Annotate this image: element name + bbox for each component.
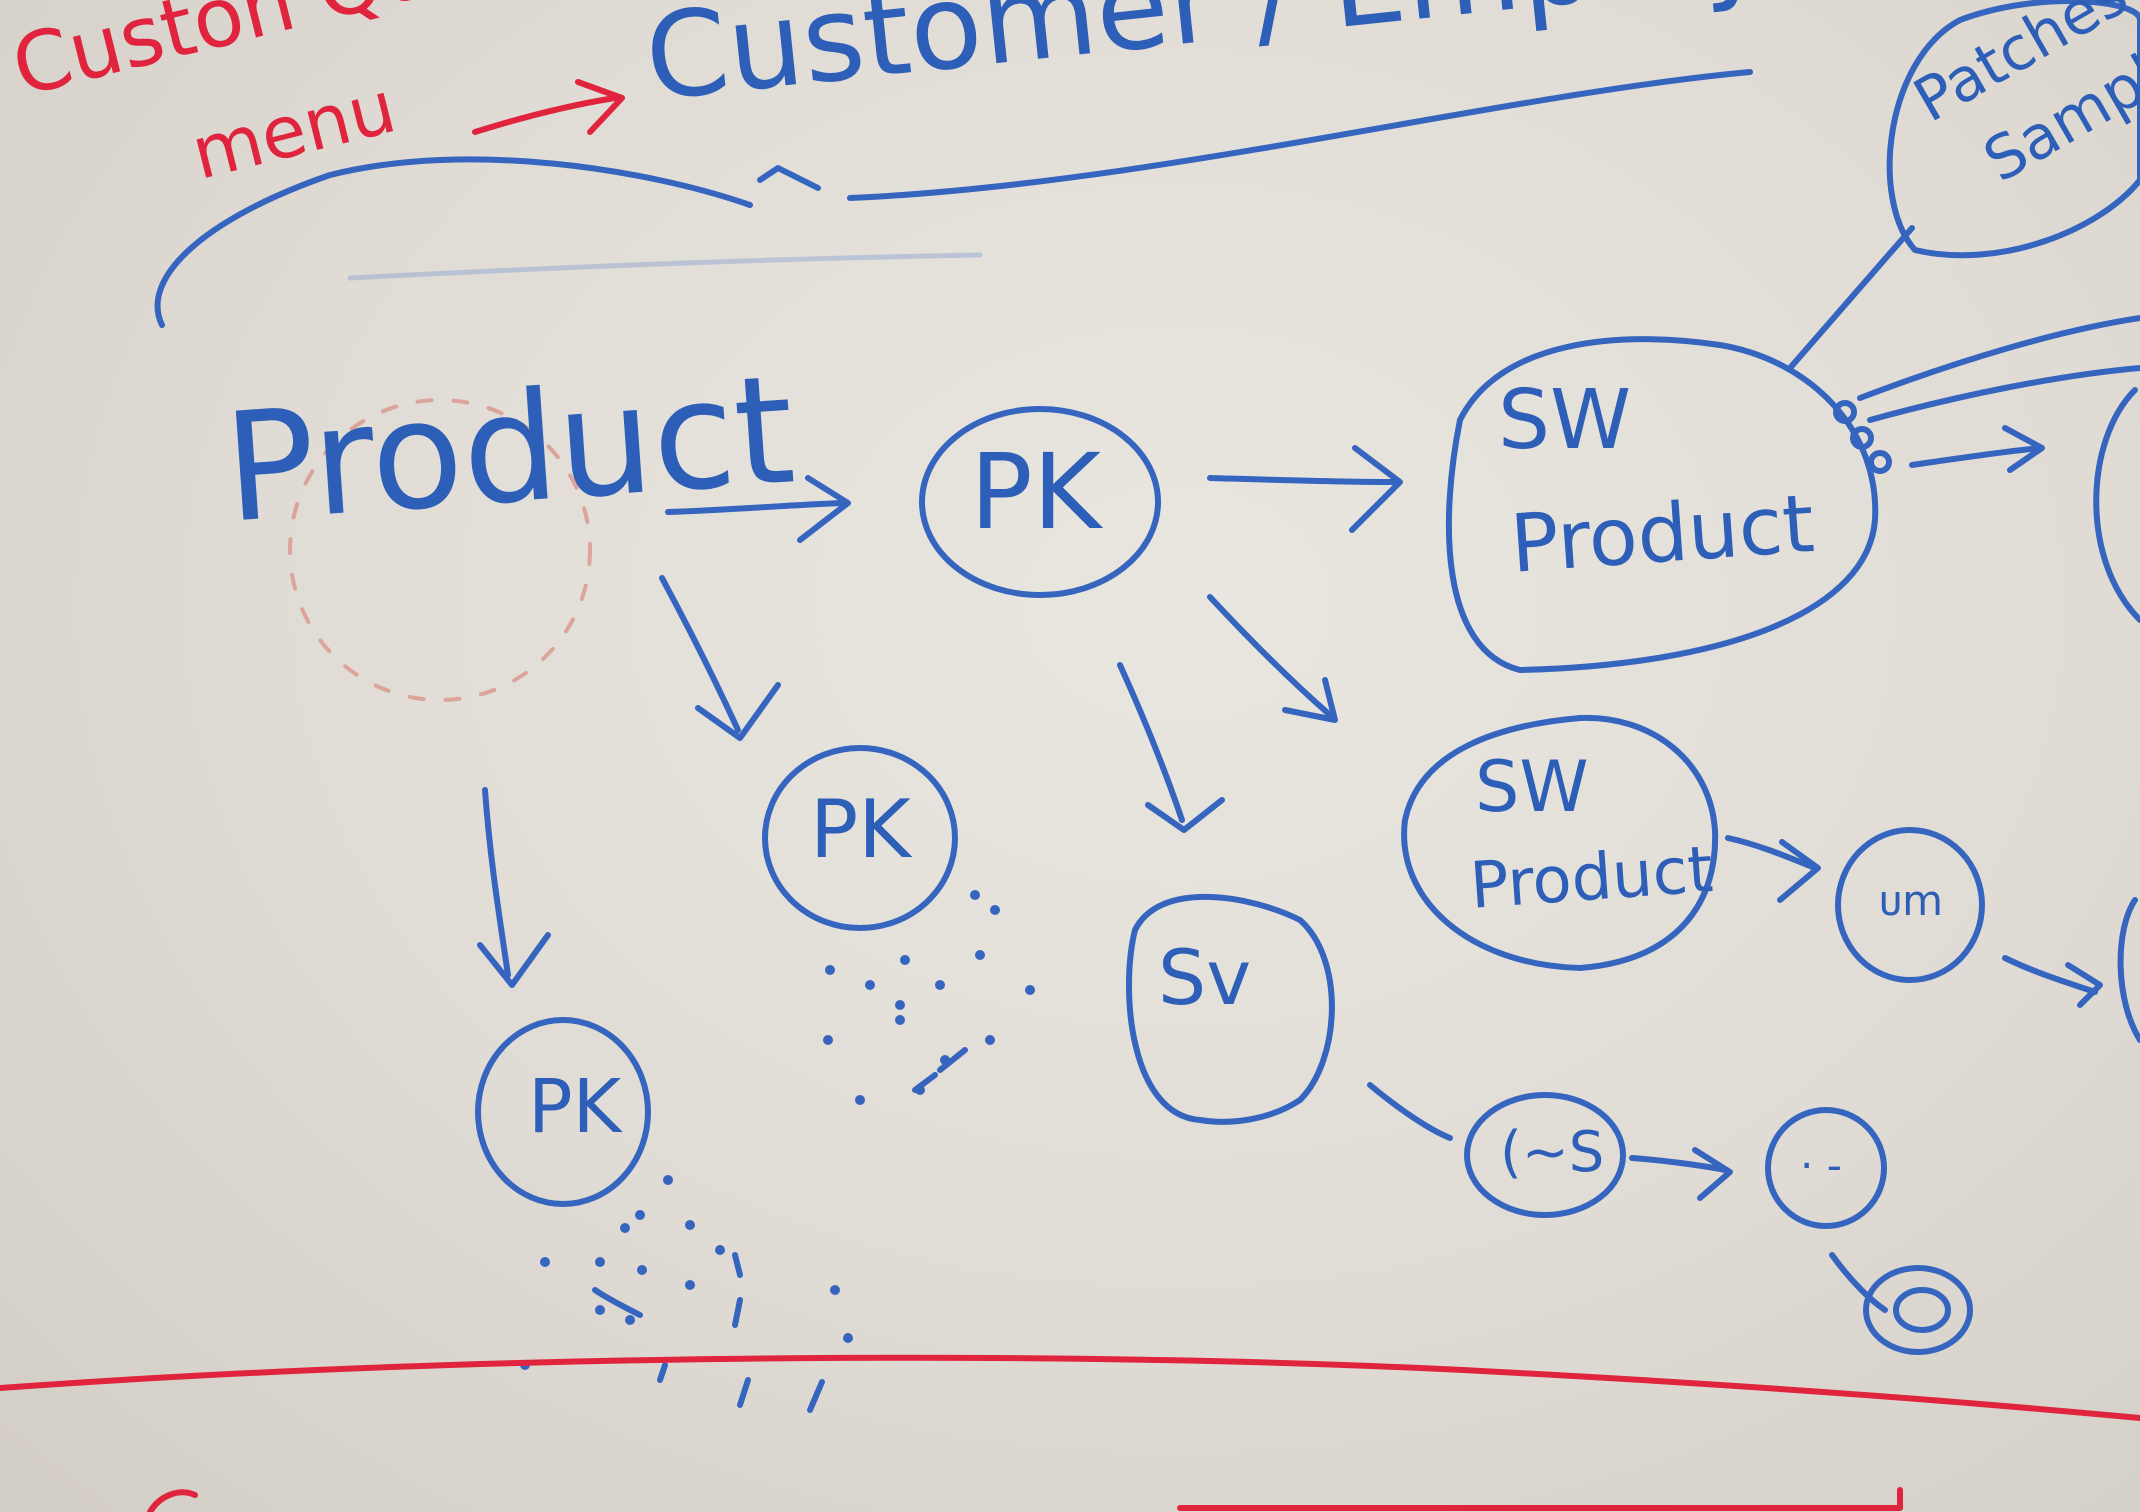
small-node-2-circle (1464, 1092, 1626, 1218)
line-sw-right-3 (1909, 445, 2043, 468)
arrow-node1-right (2002, 955, 2098, 995)
right-edge-bubble (2093, 387, 2140, 623)
erased-red-circle (288, 398, 592, 702)
sw-product-2-bubble (1401, 714, 1719, 971)
pk-low-label: PK (528, 1064, 622, 1150)
arrow-pk-to-sv (1117, 662, 1185, 823)
line-sw-right-1 (1857, 315, 2140, 401)
erased-line (347, 252, 983, 281)
red-arrow-shaft (472, 95, 618, 135)
pk-mid-circle (762, 745, 958, 931)
line-sw-right-2 (1867, 365, 2140, 423)
arrow-head-node1-right (2065, 962, 2103, 1008)
sw-product-2-product: Product (1467, 833, 1716, 924)
small-node-2-label: (~S (1500, 1120, 1605, 1185)
sw-product-1-product: Product (1507, 476, 1818, 591)
arrow-head-pk-to-sw2 (1282, 677, 1338, 723)
arrow-product-to-pk (665, 500, 845, 515)
small-node-1-label: ᴜm (1878, 876, 1944, 925)
line-node3-down (1829, 1252, 1888, 1313)
arrow-node2-to-node3 (1629, 1155, 1728, 1173)
arrow-product-to-pk-mid (659, 575, 741, 733)
pk-low-circle (475, 1017, 651, 1207)
product-label: Product (219, 343, 800, 557)
pk-main-label: PK (970, 431, 1101, 553)
header-bracket-left (154, 156, 753, 328)
red-bottom-box (1177, 1487, 1903, 1511)
junction-dot-2 (1850, 426, 1874, 450)
header-bracket-tip (757, 165, 821, 191)
arrow-sw2-to-node1 (1725, 835, 1818, 871)
small-node-3-circle (1765, 1107, 1887, 1229)
red-bottom-scribble (147, 1489, 198, 1512)
sw-product-1-sw: SW (1498, 373, 1632, 468)
small-node-4-circle (1863, 1265, 1973, 1355)
sv-circle (1126, 893, 1335, 1125)
line-sw-right-3-head (2002, 425, 2045, 473)
small-node-3-label: · - (1800, 1141, 1842, 1190)
arrow-head-product-to-pk (797, 475, 851, 543)
patches-bubble (1886, 0, 2140, 259)
scatter-dots (520, 890, 1035, 1370)
arrow-head-sw2-to-node1 (1777, 839, 1821, 903)
pk-mid-label: PK (810, 783, 911, 876)
junction-dot-1 (1833, 400, 1857, 424)
arrow-head-node2-to-node3 (1692, 1147, 1733, 1201)
junction-dot-3 (1868, 450, 1892, 474)
red-divider-line (0, 1354, 2140, 1421)
scatter-dashes (592, 1047, 968, 1413)
small-node-4-inner (1893, 1287, 1951, 1333)
arrow-head-product-to-pk-mid (695, 682, 781, 741)
arrow-pk-to-sw (1207, 475, 1398, 485)
pk-main-circle (919, 406, 1161, 598)
arrow-pk-to-sw2 (1207, 594, 1333, 718)
header-bracket-right (847, 69, 1753, 201)
arrow-head-pk-to-sv (1145, 797, 1225, 833)
red-arrow-head (575, 79, 625, 135)
sw-product-2-sw: SW (1475, 746, 1589, 828)
sw-product-1-bubble (1445, 336, 1879, 673)
line-sw-to-patches (1787, 225, 1915, 371)
sv-label: Sv (1158, 933, 1252, 1022)
arrow-product-to-pk-low (482, 787, 511, 978)
arrow-head-pk-to-sw (1349, 445, 1403, 533)
right-edge-node (2117, 897, 2140, 1043)
arrow-head-product-to-pk-low (477, 932, 551, 988)
small-node-1-circle (1835, 827, 1985, 983)
arrow-sv-to-node2 (1367, 1082, 1453, 1141)
